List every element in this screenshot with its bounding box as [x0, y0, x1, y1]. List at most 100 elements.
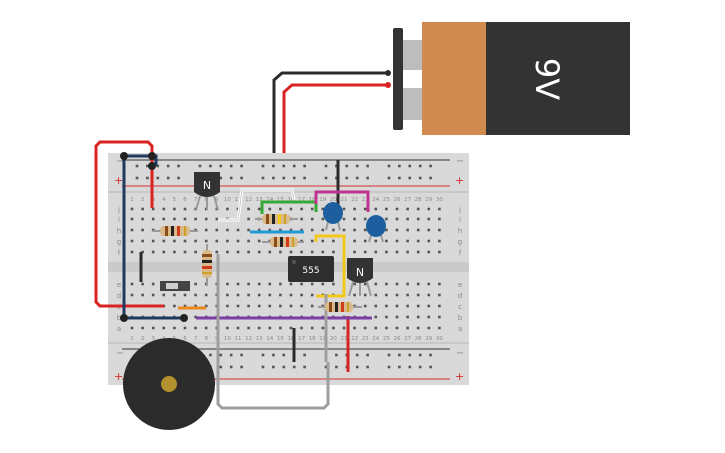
breadboard-hole[interactable]: [229, 164, 233, 168]
breadboard-hole[interactable]: [162, 326, 166, 330]
breadboard-hole[interactable]: [272, 365, 275, 369]
breadboard-hole[interactable]: [204, 239, 208, 243]
breadboard-hole[interactable]: [335, 353, 338, 357]
breadboard-hole[interactable]: [310, 250, 314, 254]
breadboard-hole[interactable]: [272, 176, 275, 180]
breadboard-hole[interactable]: [310, 326, 314, 330]
breadboard-hole[interactable]: [279, 293, 282, 297]
breadboard-hole[interactable]: [321, 282, 325, 286]
breadboard-hole[interactable]: [282, 353, 286, 357]
breadboard-hole[interactable]: [289, 304, 293, 308]
breadboard-hole[interactable]: [300, 293, 303, 297]
resistor-1[interactable]: [152, 226, 198, 236]
wire-red-left-loop[interactable]: [94, 140, 164, 308]
breadboard-hole[interactable]: [289, 207, 293, 211]
breadboard-hole[interactable]: [173, 304, 176, 308]
breadboard-hole[interactable]: [166, 164, 170, 168]
breadboard-hole[interactable]: [385, 250, 388, 254]
breadboard-hole[interactable]: [300, 326, 303, 330]
breadboard-hole[interactable]: [353, 293, 356, 297]
breadboard-hole[interactable]: [151, 293, 155, 297]
breadboard-hole[interactable]: [141, 282, 144, 286]
breadboard-hole[interactable]: [310, 228, 314, 232]
breadboard-hole[interactable]: [183, 326, 187, 330]
breadboard-hole[interactable]: [374, 304, 378, 308]
breadboard-hole[interactable]: [363, 207, 367, 211]
breadboard-hole[interactable]: [146, 164, 149, 168]
breadboard-hole[interactable]: [408, 353, 412, 357]
breadboard-hole[interactable]: [289, 282, 293, 286]
breadboard-hole[interactable]: [366, 176, 369, 180]
breadboard-hole[interactable]: [385, 207, 388, 211]
breadboard-hole[interactable]: [321, 326, 325, 330]
breadboard-hole[interactable]: [355, 164, 359, 168]
breadboard-hole[interactable]: [363, 239, 367, 243]
breadboard-hole[interactable]: [427, 282, 431, 286]
breadboard-hole[interactable]: [272, 353, 275, 357]
breadboard-hole[interactable]: [406, 282, 409, 286]
breadboard-hole[interactable]: [345, 164, 349, 168]
breadboard-hole[interactable]: [194, 293, 197, 297]
breadboard-hole[interactable]: [282, 164, 286, 168]
breadboard-hole[interactable]: [279, 207, 282, 211]
breadboard-hole[interactable]: [268, 326, 272, 330]
breadboard-hole[interactable]: [438, 239, 441, 243]
breadboard-hole[interactable]: [416, 282, 420, 286]
breadboard-hole[interactable]: [156, 164, 160, 168]
breadboard-hole[interactable]: [257, 304, 261, 308]
breadboard-hole[interactable]: [247, 239, 250, 243]
piezo-buzzer[interactable]: [123, 338, 215, 430]
breadboard-hole[interactable]: [438, 315, 441, 319]
breadboard-hole[interactable]: [353, 239, 356, 243]
breadboard-hole[interactable]: [427, 228, 431, 232]
breadboard-hole[interactable]: [279, 250, 282, 254]
breadboard-hole[interactable]: [236, 326, 240, 330]
breadboard-hole[interactable]: [289, 250, 293, 254]
breadboard-hole[interactable]: [406, 250, 409, 254]
breadboard-hole[interactable]: [130, 207, 134, 211]
breadboard-hole[interactable]: [257, 228, 261, 232]
breadboard-hole[interactable]: [363, 304, 367, 308]
breadboard-hole[interactable]: [395, 250, 399, 254]
resistor-2[interactable]: [255, 214, 298, 224]
breadboard-hole[interactable]: [395, 293, 399, 297]
breadboard-hole[interactable]: [438, 293, 441, 297]
breadboard-hole[interactable]: [204, 217, 208, 221]
breadboard-hole[interactable]: [374, 239, 378, 243]
breadboard-hole[interactable]: [321, 239, 325, 243]
breadboard-hole[interactable]: [385, 326, 388, 330]
breadboard-hole[interactable]: [429, 353, 432, 357]
breadboard-hole[interactable]: [408, 365, 412, 369]
breadboard-hole[interactable]: [151, 282, 155, 286]
breadboard-hole[interactable]: [366, 164, 369, 168]
breadboard-hole[interactable]: [408, 176, 412, 180]
breadboard-hole[interactable]: [141, 293, 144, 297]
breadboard-hole[interactable]: [215, 228, 219, 232]
breadboard-hole[interactable]: [177, 164, 180, 168]
breadboard-hole[interactable]: [289, 293, 293, 297]
breadboard-hole[interactable]: [374, 293, 378, 297]
breadboard-hole[interactable]: [261, 164, 265, 168]
breadboard-hole[interactable]: [332, 250, 335, 254]
breadboard-hole[interactable]: [406, 228, 409, 232]
breadboard-hole[interactable]: [332, 228, 335, 232]
breadboard-hole[interactable]: [268, 228, 272, 232]
breadboard-hole[interactable]: [363, 326, 367, 330]
breadboard-hole[interactable]: [300, 304, 303, 308]
breadboard-hole[interactable]: [416, 228, 420, 232]
breadboard-hole[interactable]: [226, 239, 229, 243]
breadboard-hole[interactable]: [268, 304, 272, 308]
breadboard-hole[interactable]: [303, 164, 306, 168]
breadboard-hole[interactable]: [363, 217, 367, 221]
breadboard-hole[interactable]: [183, 207, 187, 211]
breadboard-hole[interactable]: [183, 293, 187, 297]
breadboard-hole[interactable]: [282, 176, 286, 180]
breadboard-hole[interactable]: [438, 282, 441, 286]
breadboard-hole[interactable]: [261, 365, 265, 369]
breadboard-hole[interactable]: [229, 176, 233, 180]
breadboard-hole[interactable]: [385, 217, 388, 221]
breadboard-hole[interactable]: [247, 282, 250, 286]
breadboard-hole[interactable]: [261, 353, 265, 357]
breadboard-hole[interactable]: [374, 315, 378, 319]
breadboard-hole[interactable]: [418, 365, 422, 369]
